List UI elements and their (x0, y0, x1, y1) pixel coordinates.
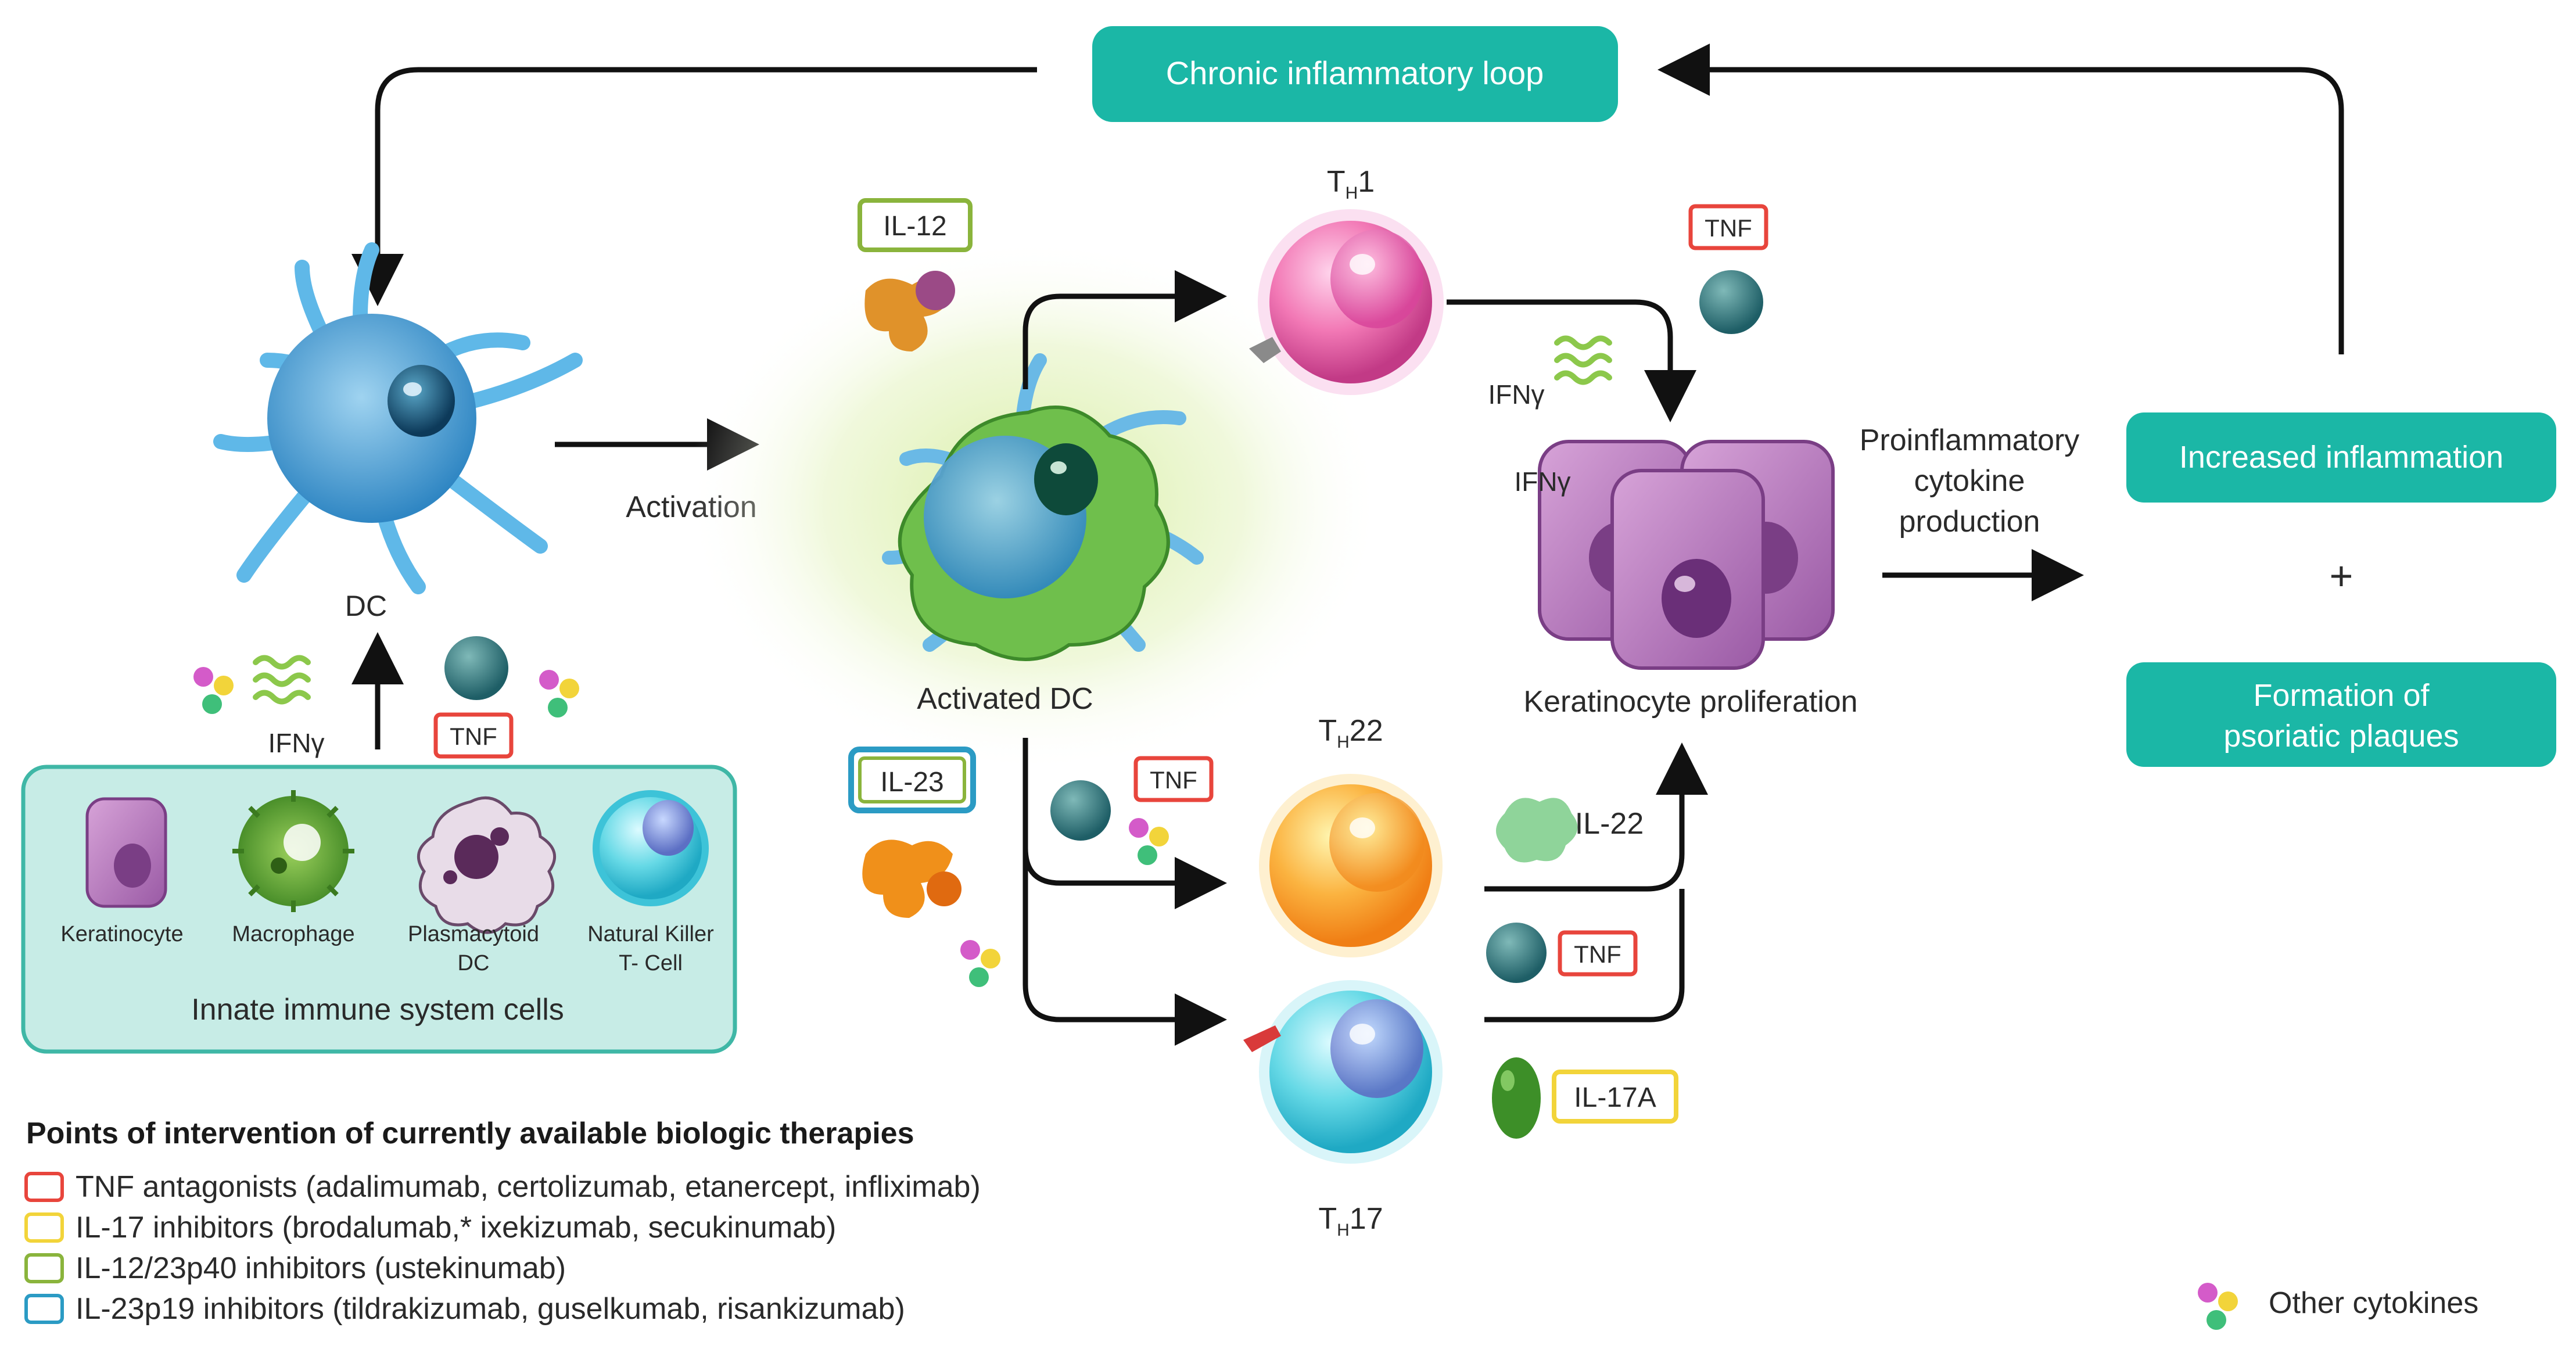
plasmacytoid-dc-icon (417, 796, 556, 934)
chronic-loop-label: Chronic inflammatory loop (1166, 55, 1544, 91)
tnf-tag-th17 (1558, 930, 1638, 977)
il17a-tag-label: IL-17A (1574, 1082, 1656, 1113)
nk-label-1: Natural Killer (587, 922, 714, 946)
tnf-tag-th22 (1133, 756, 1214, 802)
arrow-th1-to-keratinocytes (1447, 299, 1696, 422)
tnf-molecule-dc (444, 636, 508, 700)
proinflammatory-label-3: production (1899, 505, 2040, 539)
tnf-tag-th17-label: TNF (1574, 941, 1621, 968)
legend-item-il12: IL-12/23p40 inhibitors (ustekinumab) (76, 1251, 566, 1285)
innate-group-label: Innate immune system cells (191, 993, 564, 1027)
other-cytokine-cluster-il23 (960, 940, 1000, 987)
plasmacytoid-label-1: Plasmacytoid (408, 922, 539, 946)
arrow-dc-to-th17 (1022, 848, 1227, 1046)
loop-arrow-from-inflammation (1657, 44, 2344, 354)
keratinocyte-cluster (1538, 440, 1835, 670)
il23-tag (848, 747, 976, 813)
other-cytokine-cluster-dc-right (539, 670, 579, 717)
other-cytokine-cluster-left (193, 667, 234, 714)
legend-item-il17: IL-17 inhibitors (brodalumab,* ixekizuma… (76, 1211, 836, 1244)
dc-cell (213, 242, 583, 594)
proinflammatory-label-2: cytokine (1914, 464, 2025, 498)
th17-label: TH17 (1318, 1202, 1383, 1240)
il22-molecule-icon (1496, 798, 1578, 863)
legend-swatch-il23 (24, 1294, 64, 1324)
dc-label: DC (345, 590, 387, 622)
th22-label: TH22 (1318, 714, 1383, 752)
tnf-tag-dc-label: TNF (450, 723, 497, 750)
legend-swatch-il12 (24, 1253, 64, 1283)
th1-cell (1249, 209, 1444, 395)
il23-molecule-icon (862, 839, 961, 918)
tnf-tag-th1 (1688, 204, 1768, 250)
tnf-molecule-th17 (1486, 923, 1547, 983)
activated-dc-label: Activated DC (917, 682, 1093, 716)
increased-inflammation-box (2126, 412, 2556, 503)
th22-cell (1259, 774, 1443, 957)
il17a-tag (1552, 1070, 1678, 1124)
ifng-squiggle-left (253, 655, 311, 705)
formation-plaques-label-1: Formation of (2253, 678, 2430, 713)
legend-item-il23: IL-23p19 inhibitors (tildrakizumab, guse… (76, 1292, 905, 1326)
other-cytokines-label: Other cytokines (2269, 1286, 2478, 1320)
il12-molecule-icon (864, 271, 955, 351)
ifng-left-label: IFNγ (268, 728, 324, 758)
il12-tag (858, 198, 973, 252)
nk-t-cell-icon (593, 790, 709, 906)
increased-inflammation-label: Increased inflammation (2179, 440, 2503, 475)
ifng-squiggle-top (1554, 335, 1612, 385)
keratinocyte-innate-label: Keratinocyte (60, 922, 183, 946)
arrow-th17-to-keratinocytes (1484, 889, 1685, 1022)
other-cytokines-key-icon (2198, 1283, 2238, 1330)
legend-item-tnf: TNF antagonists (adalimumab, certolizuma… (76, 1170, 981, 1204)
legend-swatch-il17 (24, 1212, 64, 1243)
loop-arrow-to-dc (351, 67, 1037, 306)
th17-cell (1243, 980, 1443, 1164)
ifng-kc-label: IFNγ (1514, 467, 1570, 497)
il17a-molecule-icon (1492, 1057, 1541, 1139)
chronic-loop-box (1092, 26, 1618, 122)
activated-dc-cell (882, 353, 1204, 661)
keratinocyte-innate-icon (85, 797, 167, 908)
ifng-top-label: IFNγ (1488, 379, 1544, 410)
nk-label-2: T- Cell (619, 951, 683, 975)
plus-sign: + (2330, 553, 2353, 598)
formation-plaques-label-2: psoriatic plaques (2223, 719, 2459, 754)
other-cytokine-cluster-th22 (1129, 818, 1169, 865)
macrophage-label: Macrophage (232, 922, 354, 946)
legend-title: Points of intervention of currently avai… (26, 1117, 914, 1150)
arrow-th22-to-keratinocytes (1484, 742, 1708, 892)
plasmacytoid-label-2: DC (458, 951, 490, 975)
tnf-tag-th1-label: TNF (1705, 214, 1752, 242)
tnf-tag-th22-label: TNF (1150, 766, 1197, 794)
arrow-dc-to-th1 (1022, 270, 1227, 389)
proinflammatory-label-1: Proinflammatory (1860, 424, 2080, 457)
macrophage-icon (232, 790, 354, 912)
th1-label: TH1 (1327, 165, 1375, 203)
legend-list: TNF antagonists (adalimumab, certolizuma… (24, 1170, 981, 1326)
tnf-molecule-th1 (1699, 270, 1763, 334)
keratinocyte-proliferation-label: Keratinocyte proliferation (1523, 685, 1857, 719)
tnf-tag-dc (433, 712, 514, 759)
legend-swatch-tnf (24, 1172, 64, 1202)
il22-label: IL-22 (1575, 807, 1644, 841)
il23-tag-label: IL-23 (880, 767, 943, 798)
il12-tag-label: IL-12 (883, 211, 946, 242)
tnf-molecule-th22 (1050, 780, 1111, 841)
formation-plaques-box (2126, 662, 2556, 767)
innate-immune-box (21, 765, 737, 1054)
